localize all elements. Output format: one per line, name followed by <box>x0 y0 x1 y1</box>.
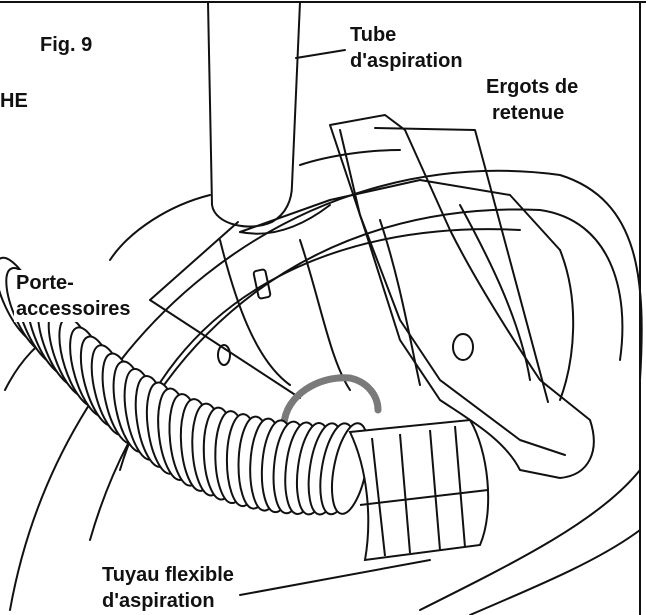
tube-collar <box>239 204 331 235</box>
label-flexible-hose-line2: d'aspiration <box>102 590 215 612</box>
container-rim-outer <box>9 169 643 611</box>
suction-tube <box>207 1 301 228</box>
cuff-rib-1 <box>371 437 386 557</box>
flexible-hose <box>0 256 369 516</box>
latch-body <box>329 114 595 479</box>
label-retaining-lugs: Ergots de retenue <box>484 74 581 126</box>
label-accessory-holders-line2: accessoires <box>16 298 131 320</box>
edge-fragment: HE <box>0 88 28 114</box>
round-hole <box>452 333 474 361</box>
leader-holder-1 <box>149 221 239 301</box>
label-suction-tube: Tube d'aspiration <box>348 22 465 74</box>
leader-lugs <box>374 127 549 403</box>
label-flexible-hose: Tuyau flexible d'aspiration <box>100 562 236 614</box>
leader-tube <box>295 49 346 59</box>
label-suction-tube-line1: Tube <box>350 24 397 46</box>
label-accessory-holders-line1: Porte- <box>16 272 74 294</box>
bottom-rim-2 <box>469 529 641 615</box>
head-inner-2 <box>379 219 421 386</box>
label-suction-tube-line2: d'aspiration <box>350 50 463 72</box>
hose-cuff <box>348 418 490 562</box>
leader-hose <box>239 559 431 596</box>
accessory-bracket <box>280 374 382 429</box>
cuff-band <box>359 489 489 506</box>
bottom-rim <box>419 469 641 611</box>
cuff-rib-2 <box>399 433 411 554</box>
latch-inner <box>339 129 566 456</box>
head-left-face <box>219 239 291 386</box>
lid-edge-2 <box>299 149 401 166</box>
head-inner-1 <box>299 239 351 391</box>
label-accessory-holders: Porte- accessoires <box>14 270 133 322</box>
small-slot <box>252 268 272 300</box>
cuff-rib-3 <box>429 429 441 551</box>
figure-label: Fig. 9 <box>40 32 92 58</box>
lid-edge <box>109 194 211 261</box>
holder-peg <box>217 344 231 366</box>
figure-label-text: Fig. 9 <box>40 34 93 56</box>
head-right <box>559 249 575 401</box>
cuff-rib-4 <box>454 425 466 548</box>
head-top <box>239 179 561 251</box>
label-flexible-hose-line1: Tuyau flexible <box>102 564 234 586</box>
label-retaining-lugs-line2: retenue <box>492 102 565 124</box>
label-retaining-lugs-line1: Ergots de <box>486 76 579 98</box>
edge-fragment-text: HE <box>0 90 28 112</box>
leader-holder-2 <box>149 299 301 399</box>
